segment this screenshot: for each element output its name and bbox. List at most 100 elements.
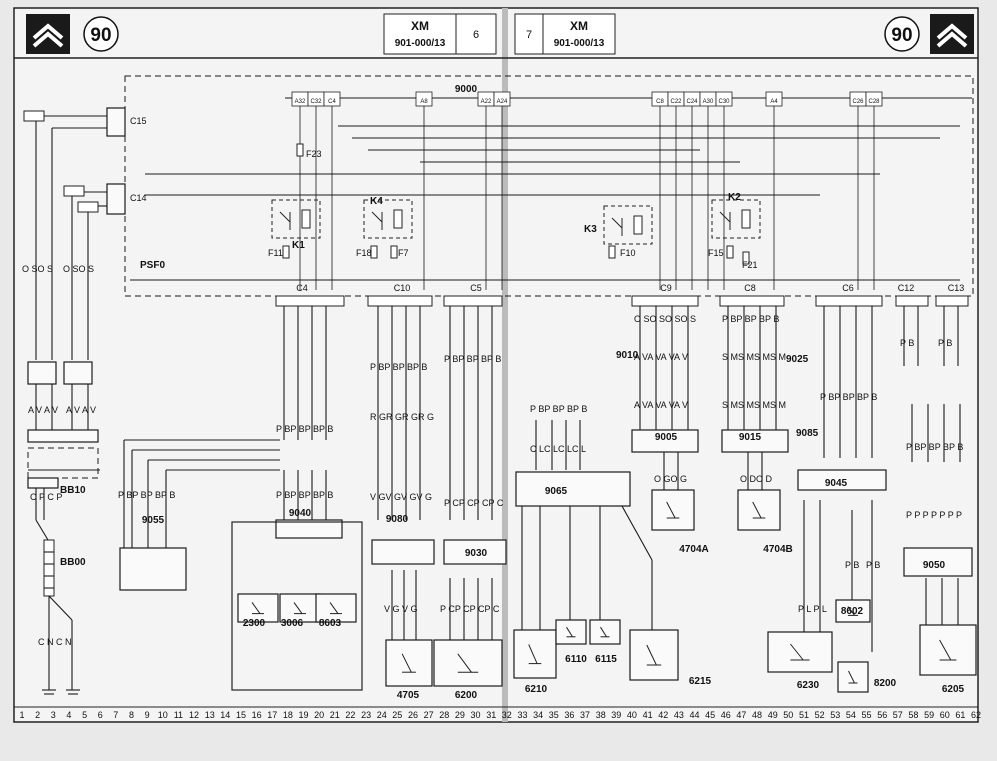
grid-number: 6 (98, 710, 103, 720)
component-label: 6230 (797, 680, 820, 691)
fuse-f18: F18 (356, 245, 378, 259)
grid-number: 47 (736, 710, 746, 720)
top-connector-c26: C26 (849, 91, 867, 107)
wire-code-9005-oso: O SO SO SO S (634, 314, 696, 324)
fuse-label: F15 (708, 248, 724, 258)
component-6115: 6115 (589, 619, 621, 665)
sheet-frame (13, 7, 979, 723)
grid-number: 59 (924, 710, 934, 720)
component-6230: 6230 (767, 631, 833, 691)
wire-code-9015-ms-top: S MS MS MS M (722, 352, 786, 362)
grid-number: 12 (189, 710, 199, 720)
grid-number: 7 (113, 710, 118, 720)
top-connector-c30: C30 (715, 91, 733, 107)
fuse-label: F11 (268, 248, 283, 258)
grid-number: 20 (314, 710, 324, 720)
wire-code-9065-pbp: P BP BP BP B (530, 404, 587, 414)
relay-k4: K4 (363, 196, 413, 239)
top-connector-a30: A30 (699, 91, 717, 107)
grid-number: 16 (252, 710, 262, 720)
grid-number: 18 (283, 710, 293, 720)
grid-number: 61 (955, 710, 965, 720)
top-connector-a8: A8 (415, 91, 433, 107)
relay-k2: K2 (711, 192, 761, 239)
grid-number: 10 (158, 710, 168, 720)
grid-number: 48 (752, 710, 762, 720)
component-label: 8602 (841, 606, 864, 617)
ground-symbol (42, 689, 80, 695)
mid-connector-c8: C8 (744, 283, 756, 293)
grid-number: 22 (345, 710, 355, 720)
wire-code-9065-clc: C LC LC LC L (530, 444, 586, 454)
grid-number: 43 (674, 710, 684, 720)
grid-number: 56 (877, 710, 887, 720)
wire-code-avav-b: A V A V (66, 405, 96, 415)
grid-number: 31 (486, 710, 496, 720)
component-label: 8603 (319, 618, 342, 629)
component-4705: 4705 (385, 639, 433, 701)
component-label: 6215 (689, 676, 712, 687)
grid-number: 38 (596, 710, 606, 720)
top-connector-a32: A32 (291, 91, 309, 107)
module-label: 9005 (655, 432, 678, 443)
top-connector-label: C4 (328, 99, 336, 105)
module-9050: 9050 (903, 547, 973, 577)
wire-code-4704b: O DO D (740, 474, 773, 484)
top-connector-label: A32 (295, 99, 306, 105)
grid-number: 28 (439, 710, 449, 720)
component-label: 6110 (565, 654, 587, 665)
component-label: 4704A (679, 544, 708, 555)
grid-number: 40 (627, 710, 637, 720)
module-label: 9015 (739, 432, 762, 443)
model-label-left: XM (411, 19, 429, 33)
connector-bb10: BB10 (60, 485, 86, 496)
fuse-f15: F15 (708, 245, 734, 259)
wire-code-left-b: O SO S (63, 264, 94, 274)
grid-number: 30 (470, 710, 480, 720)
grid-number: 54 (846, 710, 856, 720)
module-label: 9040 (289, 508, 312, 519)
wire-code-cncn: C N C N (38, 637, 72, 647)
grid-number: 5 (82, 710, 87, 720)
component-8200: 8200 (837, 661, 897, 693)
wire-code-8602: P B (845, 560, 859, 570)
top-connector-label: C28 (868, 99, 880, 105)
component-label: 4704B (763, 544, 792, 555)
module-label: 9055 (142, 515, 165, 526)
module-label: 9030 (465, 548, 488, 559)
component-label: 4705 (397, 690, 420, 701)
wire-code-9055: P BP BP BP B (118, 490, 175, 500)
component-label: 6200 (455, 690, 478, 701)
grid-number: 46 (721, 710, 731, 720)
wire-code-8200: P B (866, 560, 880, 570)
component-8603: 8603 (315, 593, 357, 629)
component-8602: 8602 (835, 599, 871, 623)
grid-number: 3 (51, 710, 56, 720)
connector-bb00: BB00 (60, 557, 86, 568)
top-connector-c28: C28 (865, 91, 883, 107)
grid-number: 9 (145, 710, 150, 720)
top-connector-c32: C32 (307, 91, 325, 107)
top-connector-label: A24 (497, 99, 508, 105)
component-6200: 6200 (433, 639, 503, 701)
left-feed: C15 C14 O SO S O SO S A V A V A V A V BB (22, 107, 147, 695)
wire-code-9045-pbp: P BP BP BP B (820, 392, 877, 402)
component-3006: 3006 (279, 593, 321, 629)
wire-code-6230: P L P L (798, 604, 827, 614)
grid-number: 21 (330, 710, 340, 720)
grid-number: 15 (236, 710, 246, 720)
ref-label-left: 901-000/13 (395, 38, 446, 49)
wire-code-9040-bot: P BP BP BP B (276, 490, 333, 500)
module-9010: 9010 (616, 350, 639, 361)
wire-code-9030-pcp: P CP CP CP C (444, 498, 504, 508)
lower-wiring (123, 306, 961, 652)
wire-code-9050-ppp: P P P P P P P (906, 510, 962, 520)
grid-number: 2 (35, 710, 40, 720)
page-badge-left (83, 16, 119, 52)
wire-code-4704a: O GO G (654, 474, 687, 484)
module-9025: 9025 (786, 354, 809, 365)
top-connector-label: A22 (481, 99, 492, 105)
top-connector-label: A4 (770, 99, 778, 105)
top-connector-c24: C24 (683, 91, 701, 107)
fuse-label: F7 (398, 248, 409, 258)
